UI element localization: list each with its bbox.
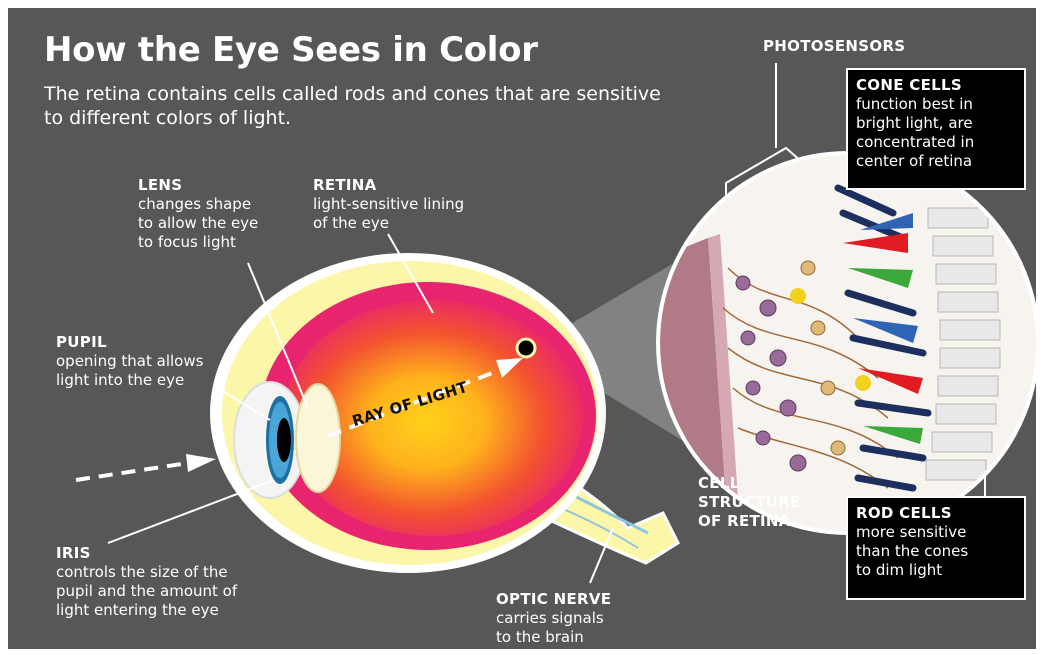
lens-desc-1: changes shape [138, 195, 251, 214]
retina-label: RETINA [313, 176, 377, 195]
pupil-desc-1: opening that allows [56, 352, 203, 371]
page-title: How the Eye Sees in Color [44, 30, 538, 70]
rod-cells-label: ROD CELLS [856, 504, 1016, 523]
retina-desc-1: light-sensitive lining [313, 195, 464, 214]
iris-label: IRIS [56, 544, 91, 563]
cone-cells-callout: CONE CELLS function best in bright light… [846, 68, 1026, 190]
pupil-label: PUPIL [56, 333, 107, 352]
pupil-shape [277, 418, 291, 462]
lens-desc-3: to focus light [138, 233, 236, 252]
optic-nerve-desc-1: carries signals [496, 609, 604, 628]
cone-cells-desc-2: bright light, are [856, 114, 1016, 133]
rod-cells-desc-1: more sensitive [856, 523, 1016, 542]
cone-cells-desc-1: function best in [856, 95, 1016, 114]
lens-label: LENS [138, 176, 182, 195]
rod-cells-callout: ROD CELLS more sensitive than the cones … [846, 496, 1026, 600]
rod-cells-desc-2: than the cones [856, 542, 1016, 561]
page-subtitle: The retina contains cells called rods an… [44, 82, 684, 130]
iris-desc-3: light entering the eye [56, 601, 219, 620]
retina-desc-2: of the eye [313, 214, 389, 233]
cell-structure-label-3: OF RETINA [698, 512, 791, 531]
cell-structure-label-1: CELL [698, 474, 740, 493]
lens-shape [296, 384, 340, 492]
infographic-panel: How the Eye Sees in Color The retina con… [8, 8, 1036, 649]
iris-desc-1: controls the size of the [56, 563, 228, 582]
lens-desc-2: to allow the eye [138, 214, 258, 233]
optic-nerve-desc-2: to the brain [496, 628, 584, 647]
photosensors-label: PHOTOSENSORS [763, 37, 905, 56]
optic-nerve-label: OPTIC NERVE [496, 590, 611, 609]
rod-cells-desc-3: to dim light [856, 561, 1016, 580]
cone-cells-desc-3: concentrated in [856, 133, 1016, 152]
cone-cells-label: CONE CELLS [856, 76, 1016, 95]
cone-cells-desc-4: center of retina [856, 152, 1016, 171]
pupil-desc-2: light into the eye [56, 371, 184, 390]
iris-desc-2: pupil and the amount of [56, 582, 237, 601]
cell-structure-label-2: STRUCTURE [698, 493, 801, 512]
